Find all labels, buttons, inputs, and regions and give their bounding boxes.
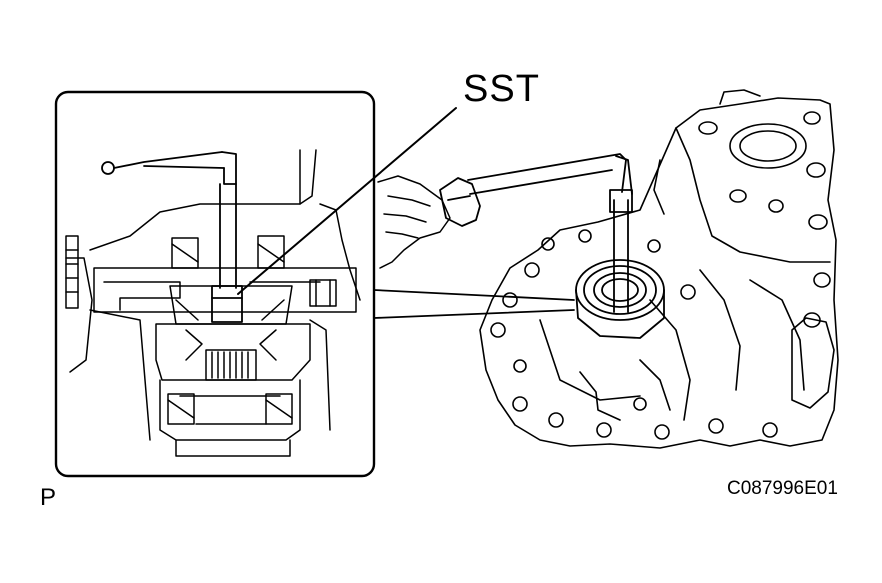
sst-detail-gauge	[101, 151, 243, 323]
sst-preload-gauge	[439, 153, 633, 313]
transaxle-case	[479, 89, 839, 449]
corner-mark: P	[40, 484, 57, 511]
detail-inset	[54, 90, 376, 478]
detail-leader-lines	[373, 289, 575, 319]
sst-leader-line	[237, 107, 457, 295]
technician-hand	[377, 175, 451, 269]
differential-cutaway	[65, 149, 361, 457]
figure-code: C087996E01	[727, 478, 838, 499]
sst-label: SST	[463, 68, 540, 110]
oil-seal-bore	[575, 259, 665, 339]
